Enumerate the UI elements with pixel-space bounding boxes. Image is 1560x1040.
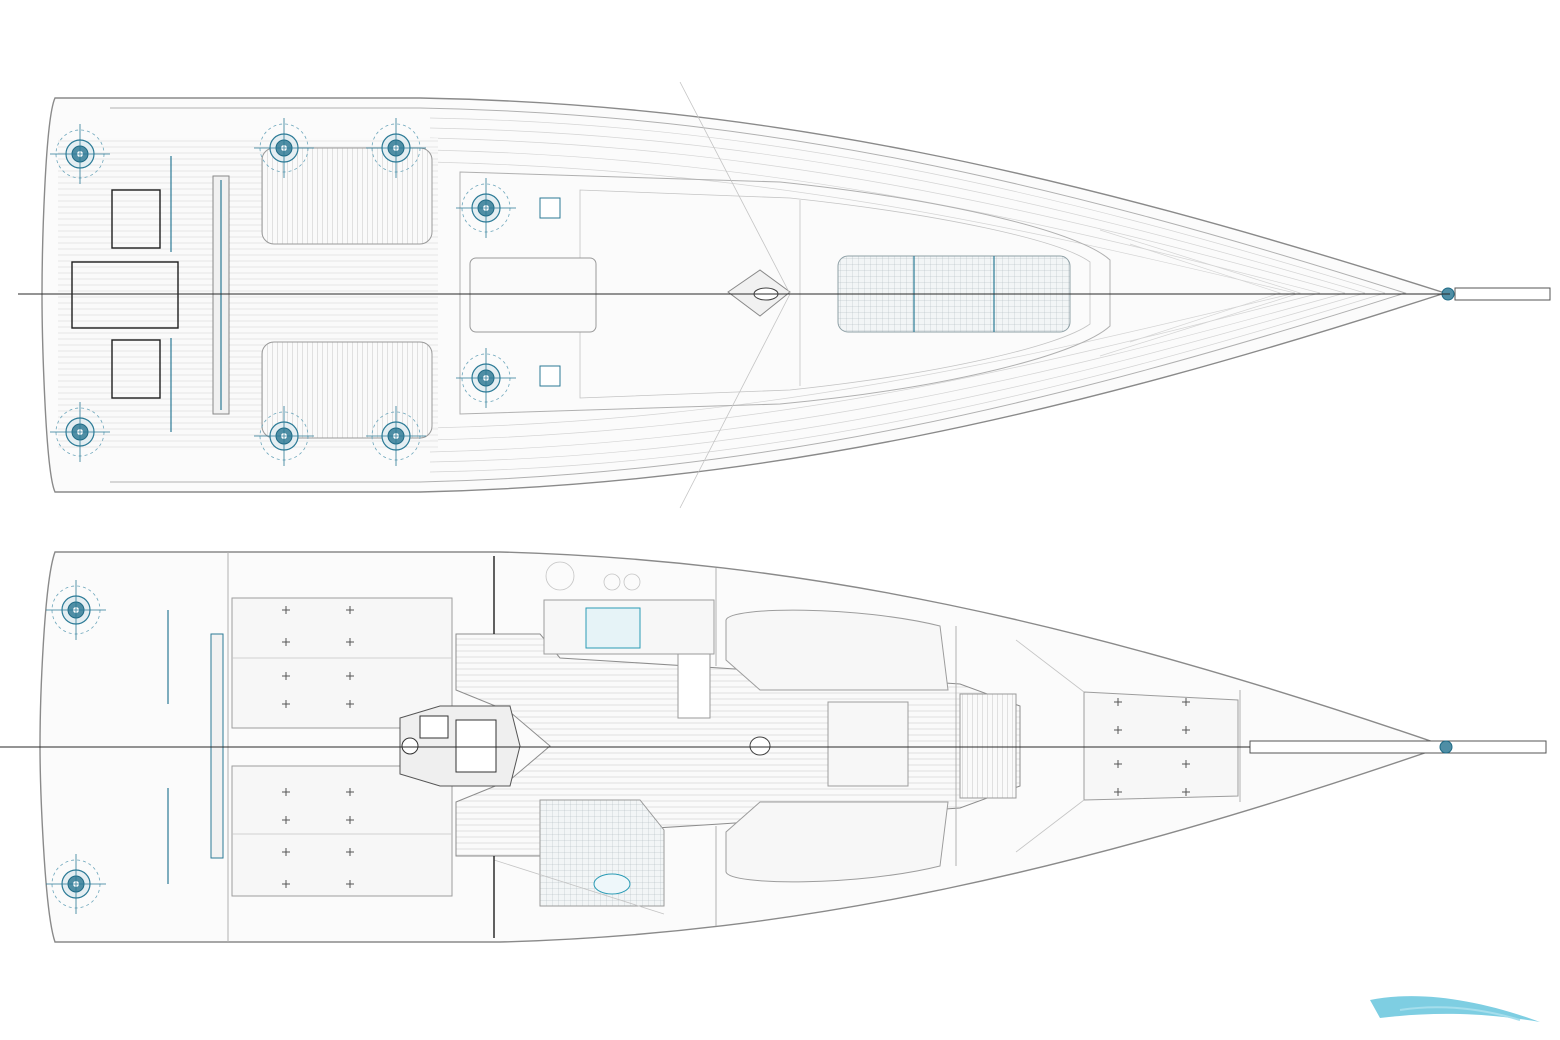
watermark-logo (1370, 996, 1540, 1022)
aft-berth-starboard (231, 765, 453, 897)
saloon-table (827, 701, 909, 787)
mast-step (727, 269, 791, 317)
galley-stove (585, 607, 641, 649)
deck-toerail-inner (110, 107, 1407, 483)
deck-plan-view (18, 81, 1551, 509)
deck-planking (429, 117, 1386, 473)
saloon-settee-starboard (725, 801, 949, 883)
bowsprit-interior (1249, 740, 1547, 754)
traveller-interior (210, 633, 224, 859)
coachroof-outline (459, 171, 1111, 415)
interior-layout-view (0, 551, 1547, 943)
lazarette-hatch-port (111, 189, 161, 249)
forward-berth (1083, 691, 1239, 801)
bowsprit (1454, 287, 1551, 301)
lazarette-hatch-starboard (111, 339, 161, 399)
lazarette-hatch-center (71, 261, 179, 329)
coachroof-inner (579, 189, 1091, 399)
rope-clutches (539, 365, 561, 387)
saloon-settee-port (725, 609, 949, 691)
forward-cabin-sole (959, 693, 1017, 799)
engine-block (399, 705, 521, 787)
aft-berth-port (231, 597, 453, 729)
heads-compartment (539, 799, 665, 907)
rope-clutches (539, 197, 561, 219)
galley-sink (677, 653, 711, 719)
